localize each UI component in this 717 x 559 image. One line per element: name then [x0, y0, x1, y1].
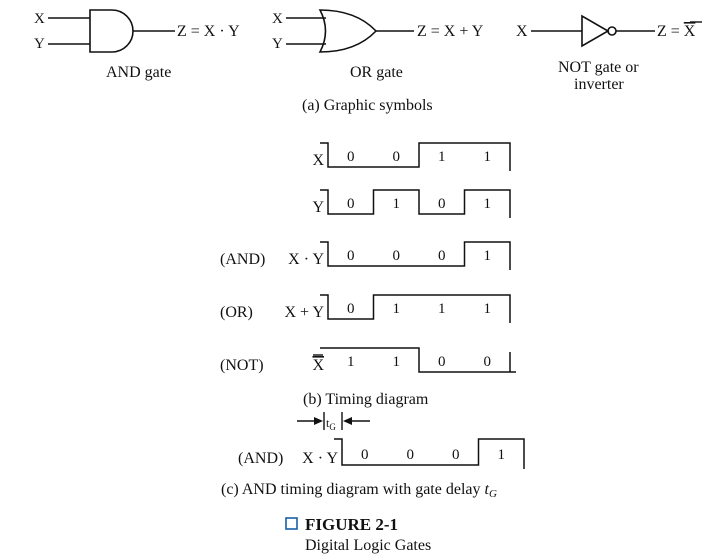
delay-row-bit-1: 0	[361, 447, 369, 463]
timing-row-1-bit-4: 1	[484, 149, 492, 165]
delay-arrowhead-right	[314, 417, 323, 425]
timing-row-5-label: X	[312, 357, 324, 374]
delay-row-tag: (AND)	[238, 450, 283, 467]
timing-row-5-bit-4: 0	[484, 354, 492, 370]
timing-row-1-bit-3: 1	[438, 149, 446, 165]
or-gate-caption: OR gate	[350, 64, 403, 81]
timing-row-3-bit-2: 0	[393, 248, 401, 264]
timing-row-3-bit-4: 1	[484, 248, 492, 264]
and-gate-caption: AND gate	[106, 64, 171, 81]
timing-row-5-bit-2: 1	[393, 354, 401, 370]
or-expression: Z = X + Y	[417, 23, 484, 40]
not-gate-symbol: X Z = X NOT gate or inverter	[516, 14, 702, 93]
not-gate-caption-line1: NOT gate or	[558, 59, 639, 76]
and-gate-body	[89, 9, 134, 53]
timing-row-1-bit-1: 0	[347, 149, 355, 165]
delay-row-bit-3: 0	[452, 447, 460, 463]
timing-row-2: Y 0 1 0 1	[312, 189, 511, 218]
graphic-symbols-caption: (a) Graphic symbols	[302, 97, 433, 114]
timing-row-3-bit-3: 0	[438, 248, 446, 264]
timing-row-4-bit-4: 1	[484, 301, 492, 317]
not-expression: Z = X	[657, 23, 696, 40]
timing-row-2-label: Y	[312, 199, 324, 216]
delay-caption: (c) AND timing diagram with gate delay t…	[221, 481, 497, 500]
or-input-y-label: Y	[272, 36, 283, 52]
timing-row-4-label: X + Y	[284, 304, 324, 321]
or-gate-body	[318, 9, 378, 53]
timing-row-1-bit-2: 0	[393, 149, 401, 165]
timing-row-4: (OR) X + Y 0 1 1 1	[220, 294, 511, 323]
and-expression: Z = X · Y	[177, 23, 240, 40]
timing-row-5-bit-3: 0	[438, 354, 446, 370]
timing-row-4-bit-2: 1	[393, 301, 401, 317]
timing-row-4-tag: (OR)	[220, 304, 253, 321]
timing-row-4-bit-3: 1	[438, 301, 446, 317]
timing-row-1: X 0 0 1 1	[312, 142, 511, 171]
timing-row-5-bit-1: 1	[347, 354, 355, 370]
delay-row-label: X · Y	[302, 450, 338, 467]
not-input-x-label: X	[516, 23, 528, 40]
and-input-y-label: Y	[34, 36, 45, 52]
and-gate-symbol: X Y Z = X · Y AND gate	[34, 9, 240, 81]
not-gate-body	[581, 14, 610, 48]
figure-marker-square	[285, 517, 298, 530]
timing-row-5: (NOT) X 1 1 0 0	[220, 347, 516, 374]
delay-timing-row: (AND) X · Y 0 0 0 1	[238, 438, 525, 469]
timing-row-3-waveform	[320, 241, 511, 270]
delay-row-waveform	[334, 438, 525, 469]
or-input-x-label: X	[272, 11, 283, 27]
timing-row-2-bit-3: 0	[438, 196, 446, 212]
timing-row-4-waveform	[320, 294, 511, 323]
figure-number: FIGURE 2-1	[305, 515, 398, 534]
timing-diagram-caption: (b) Timing diagram	[303, 391, 429, 408]
timing-row-5-waveform	[320, 347, 516, 373]
gate-delay-marker: tG	[297, 412, 370, 432]
timing-row-3: (AND) X · Y 0 0 0 1	[220, 241, 511, 270]
timing-row-5-tag: (NOT)	[220, 357, 264, 374]
or-gate-symbol: X Y Z = X + Y OR gate	[272, 9, 484, 81]
timing-row-3-bit-1: 0	[347, 248, 355, 264]
timing-row-3-label: X · Y	[288, 251, 324, 268]
figure-title: Digital Logic Gates	[305, 537, 431, 554]
timing-row-2-bit-4: 1	[484, 196, 492, 212]
timing-row-4-bit-1: 0	[347, 301, 355, 317]
delay-tg-label: tG	[326, 416, 336, 432]
timing-row-3-tag: (AND)	[220, 251, 265, 268]
timing-row-1-label: X	[312, 152, 324, 169]
delay-row-bit-2: 0	[407, 447, 415, 463]
delay-row-bit-4: 1	[498, 447, 506, 463]
and-input-x-label: X	[34, 11, 45, 27]
not-gate-caption-line2: inverter	[574, 76, 624, 93]
timing-row-2-bit-2: 1	[393, 196, 401, 212]
timing-row-2-waveform	[320, 189, 511, 218]
timing-row-2-bit-1: 0	[347, 196, 355, 212]
delay-arrowhead-left	[343, 417, 352, 425]
timing-row-1-waveform	[320, 142, 511, 171]
